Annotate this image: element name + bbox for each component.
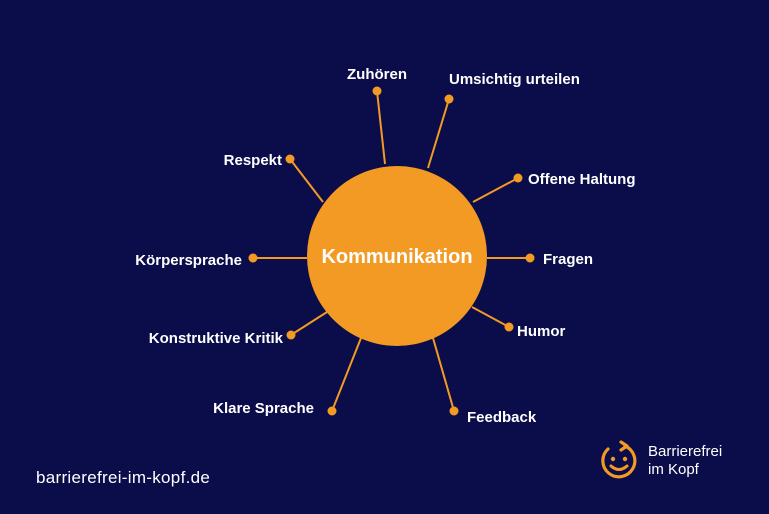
node-label: Klare Sprache: [213, 400, 314, 417]
connector-dot: [286, 330, 296, 340]
node-zuhoeren: Zuhören: [347, 66, 407, 165]
brand-name-line1: Barrierefrei: [648, 443, 723, 460]
node-label: Feedback: [467, 409, 537, 426]
connector-dot: [449, 406, 459, 416]
node-label: Offene Haltung: [528, 171, 636, 188]
node-label: Fragen: [543, 251, 593, 268]
center-circle: [307, 166, 487, 346]
brand-name-line2: im Kopf: [648, 461, 699, 478]
center-label: Kommunikation: [321, 246, 472, 268]
node-klare-sprache: Klare Sprache: [213, 337, 362, 417]
node-label: Humor: [517, 323, 565, 340]
node-koerpersprache: Körpersprache: [135, 252, 307, 269]
connector-dot: [248, 253, 258, 263]
connector-dot: [372, 86, 382, 96]
smiley-arrow-icon: [601, 440, 637, 479]
website-url: barrierefrei-im-kopf.de: [36, 468, 211, 487]
connector-line: [331, 337, 362, 412]
brand-name: Barrierefrei im Kopf: [648, 443, 722, 479]
connector-dot: [504, 322, 514, 332]
brand-logo: Barrierefrei im Kopf: [598, 440, 722, 482]
node-respekt: Respekt: [224, 152, 324, 203]
connector-dot: [327, 406, 337, 416]
connector-line: [471, 306, 510, 328]
connector-line: [290, 311, 328, 336]
connector-line: [432, 337, 455, 412]
connector-line: [376, 90, 386, 165]
node-humor: Humor: [471, 306, 565, 340]
node-feedback: Feedback: [432, 337, 537, 426]
connector-dot: [513, 173, 523, 183]
connector-line: [472, 177, 519, 203]
node-label: Zuhören: [347, 66, 407, 83]
connector-line: [289, 158, 324, 203]
node-fragen: Fragen: [487, 251, 593, 268]
connector-line: [427, 98, 450, 169]
node-label: Umsichtig urteilen: [449, 71, 580, 88]
node-offene-haltung: Offene Haltung: [472, 171, 636, 203]
connector-dot: [525, 253, 535, 263]
node-label: Konstruktive Kritik: [149, 330, 284, 347]
connector-dot: [444, 94, 454, 104]
node-label: Körpersprache: [135, 252, 242, 269]
connector-dot: [285, 154, 295, 164]
node-konstruktive-kritik: Konstruktive Kritik: [149, 311, 328, 347]
node-label: Respekt: [224, 152, 282, 169]
node-umsichtig-urteilen: Umsichtig urteilen: [427, 71, 580, 169]
